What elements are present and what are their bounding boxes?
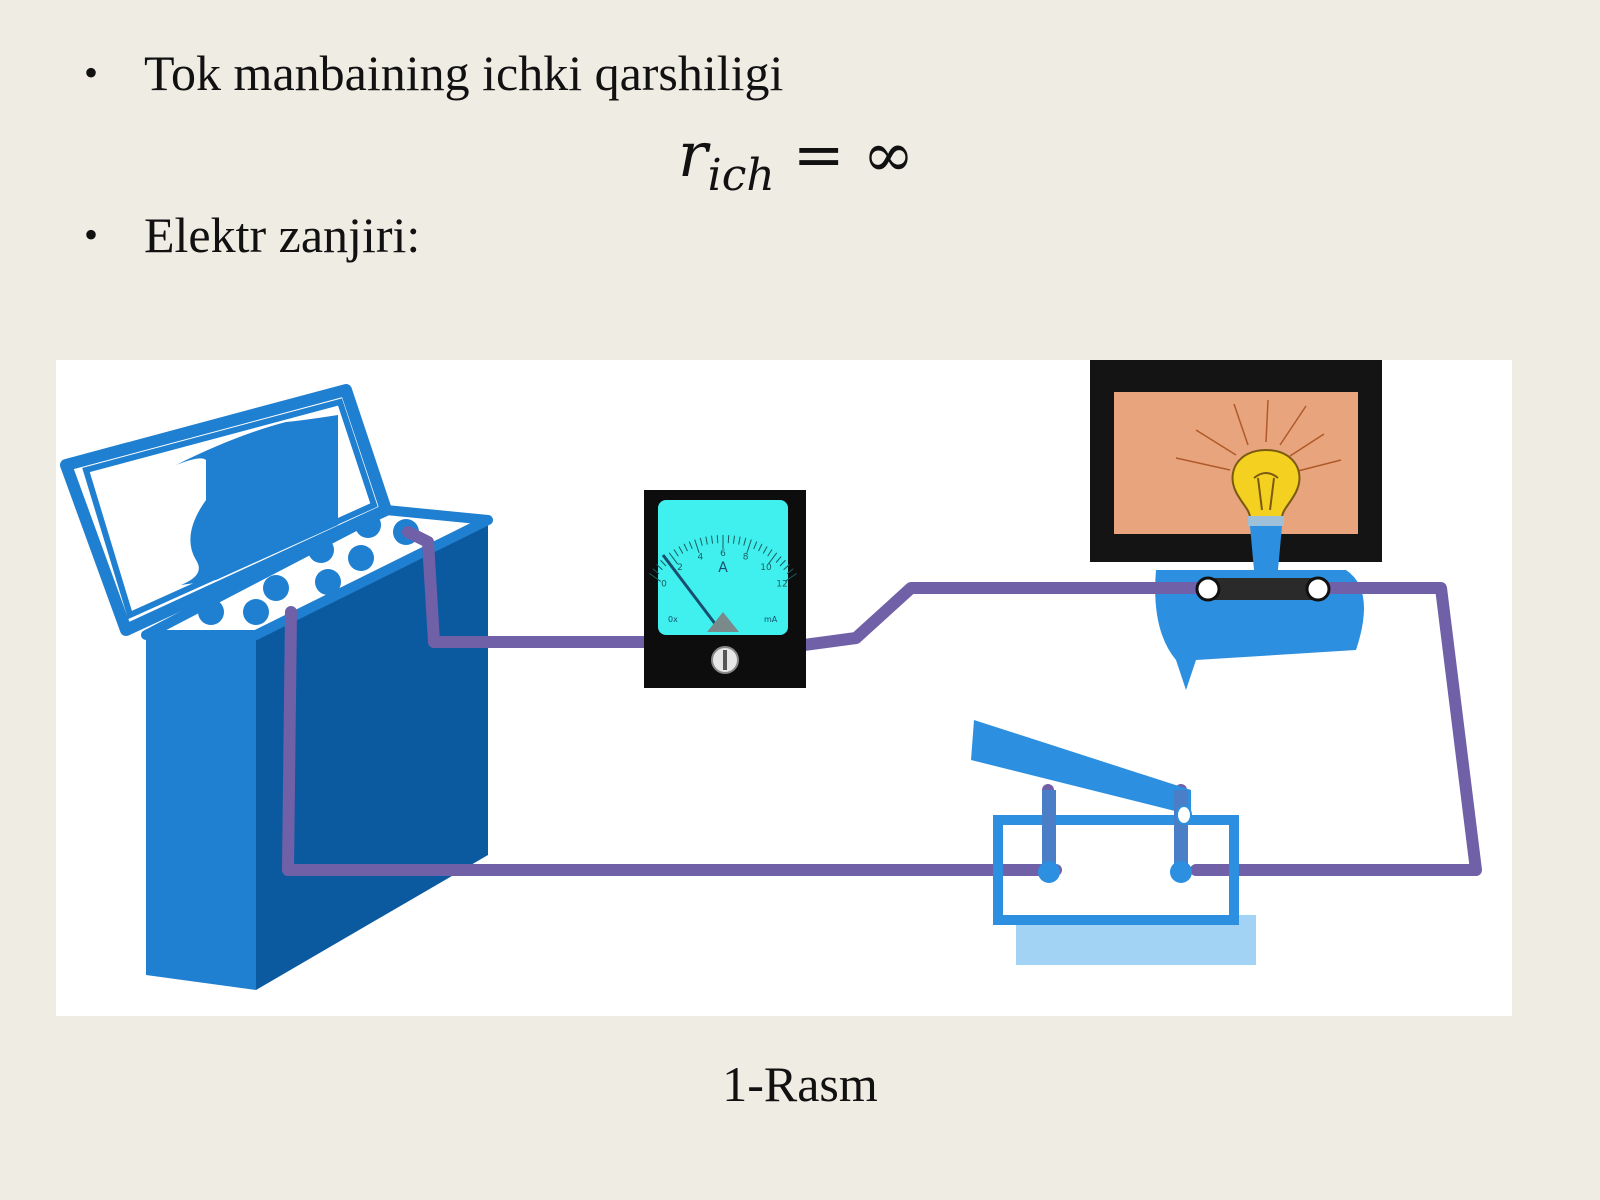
battery-icon — [60, 384, 493, 990]
bullet-icon: • — [84, 212, 99, 257]
ammeter-label-left: 0x — [668, 615, 678, 624]
ammeter-tick — [783, 564, 790, 571]
light-bulb-icon — [1231, 448, 1301, 570]
ammeter-tick — [746, 539, 752, 554]
light-rays — [1175, 399, 1342, 473]
bullet-text: Elektr zanjiri: — [144, 207, 421, 263]
bullet-icon: • — [84, 50, 99, 95]
light-bulb-panel — [1090, 360, 1382, 570]
ammeter-tick — [688, 541, 693, 550]
ammeter-tick — [660, 559, 667, 567]
bullet-item-internal-resistance: • Tok manbaining ichki qarshiligi — [84, 48, 783, 98]
ammeter-tick — [652, 568, 660, 575]
ammeter-label-right: mA — [764, 615, 778, 624]
ammeter-tick — [668, 552, 679, 565]
ammeter-tick — [738, 536, 741, 545]
ammeter-pivot — [707, 612, 739, 632]
internal-resistance-formula: rich =∞ — [678, 118, 914, 201]
ammeter-tick — [767, 552, 778, 565]
formula-symbol: r — [678, 118, 708, 191]
ammeter-scale-label: 0 — [661, 580, 667, 590]
ammeter-tick — [767, 549, 773, 557]
ammeter-tick — [743, 537, 747, 546]
formula-operator: = — [792, 118, 845, 191]
ammeter-tick — [753, 541, 758, 550]
ammeter-tick — [694, 539, 700, 554]
ammeter-scale-label: 6 — [720, 549, 726, 559]
ammeter-tick — [648, 572, 662, 582]
ammeter-unit-label: A — [718, 560, 728, 576]
ammeter-tick — [716, 535, 719, 544]
ammeter-tick — [656, 564, 663, 571]
ammeter-tick — [779, 559, 786, 567]
knife-switch-icon — [971, 720, 1239, 925]
ammeter-scale-label: 2 — [677, 563, 683, 573]
ammeter-tick — [727, 535, 730, 544]
circuit-diagram: 02 4 6 8 10 12 A 0x mA — [60, 360, 1482, 990]
ammeter-icon: 02 4 6 8 10 12 A 0x mA — [644, 490, 806, 688]
ammeter-tick — [673, 549, 679, 557]
formula-value: ∞ — [862, 118, 915, 191]
bullet-text: Tok manbaining ichki qarshiligi — [144, 45, 784, 101]
ammeter-tick — [711, 535, 714, 544]
ammeter-tick — [678, 546, 684, 554]
ammeter-scale-label: 8 — [743, 553, 749, 563]
ammeter-tick — [762, 546, 768, 554]
ammeter-tick — [775, 556, 782, 563]
ammeter-tick — [784, 572, 798, 582]
figure-caption: 1-Rasm — [722, 1056, 878, 1112]
ammeter-tick — [705, 536, 708, 545]
ammeter-scale-label: 10 — [760, 563, 772, 573]
ammeter-scale-label: 4 — [697, 553, 703, 563]
ammeter-tick — [758, 543, 763, 552]
lamp-terminals — [1195, 576, 1331, 602]
ammeter-tick — [683, 543, 688, 552]
bullet-item-electric-circuit: • Elektr zanjiri: — [84, 210, 420, 260]
ammeter-tick — [699, 537, 703, 546]
ammeter-scale-label: 12 — [776, 580, 787, 590]
ammeter-needle — [661, 554, 718, 626]
ammeter-tick — [732, 535, 735, 544]
formula-subscript: ich — [707, 150, 775, 202]
ammeter-tick — [786, 568, 794, 575]
